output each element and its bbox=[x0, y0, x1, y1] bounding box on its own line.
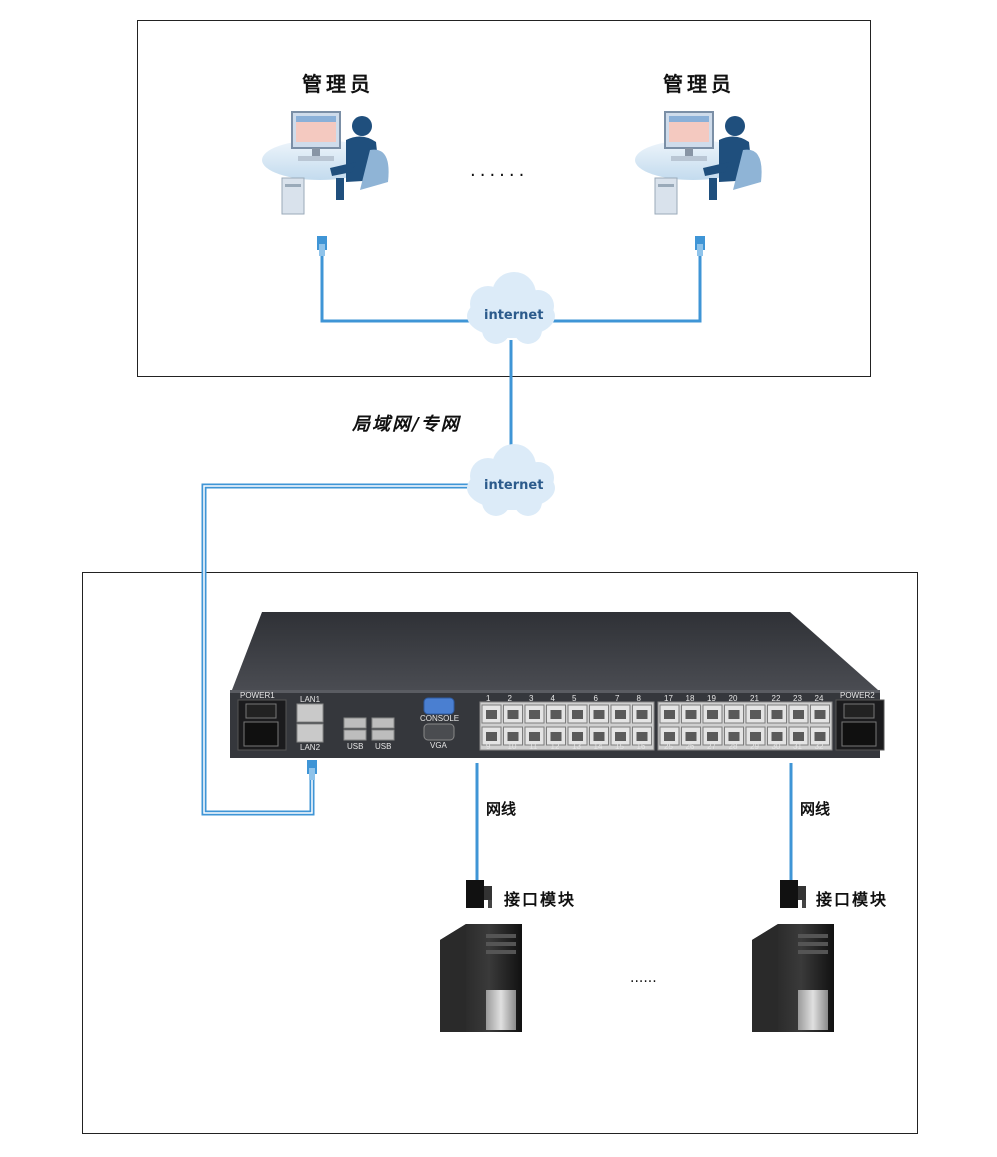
port-number-8: 8 bbox=[636, 694, 641, 703]
port-number-31: 31 bbox=[793, 742, 802, 751]
rj45-port-socket-21 bbox=[750, 710, 761, 719]
rj45-port-grid bbox=[481, 704, 830, 746]
rj45-port-socket-3 bbox=[529, 710, 540, 719]
rj45-port-socket-26 bbox=[685, 732, 697, 741]
admin-left-label: 管理员 bbox=[302, 72, 374, 96]
port-number-22: 22 bbox=[771, 694, 781, 703]
rj45-port-socket-24 bbox=[814, 710, 826, 719]
port-number-21: 21 bbox=[750, 694, 759, 703]
port-number-15: 15 bbox=[615, 742, 624, 751]
rj45-port-socket-18 bbox=[685, 710, 697, 719]
rj45-port-socket-15 bbox=[615, 732, 626, 741]
lan1-label: LAN1 bbox=[300, 695, 321, 704]
middle-cloud-label: internet bbox=[484, 478, 544, 493]
rj45-port-socket-28 bbox=[728, 732, 740, 741]
server-tower-right-icon bbox=[752, 924, 834, 1032]
module-right-label: 接口模块 bbox=[816, 890, 889, 909]
rj45-port-socket-23 bbox=[793, 710, 804, 719]
port-number-6: 6 bbox=[593, 694, 598, 703]
cable-right-label: 网线 bbox=[800, 800, 831, 818]
admin-workstation-left-icon bbox=[262, 111, 389, 215]
rj45-port-socket-5 bbox=[572, 710, 583, 719]
port-number-4: 4 bbox=[550, 694, 555, 703]
rj45-connector-right-icon bbox=[695, 236, 705, 256]
cable-right-admin bbox=[550, 246, 702, 323]
power2-label: POWER2 bbox=[840, 691, 875, 700]
port-number-32: 32 bbox=[814, 742, 824, 751]
rj45-port-socket-31 bbox=[793, 732, 804, 741]
port-number-29: 29 bbox=[750, 742, 759, 751]
rj45-port-socket-32 bbox=[814, 732, 826, 741]
rj45-port-socket-7 bbox=[615, 710, 626, 719]
interface-module-left-icon bbox=[466, 880, 492, 908]
rj45-port-socket-13 bbox=[572, 732, 583, 741]
port-number-26: 26 bbox=[685, 742, 695, 751]
internet-cloud-top-icon bbox=[467, 272, 555, 344]
rj45-port-socket-30 bbox=[771, 732, 783, 741]
port-number-27: 27 bbox=[707, 742, 716, 751]
port-number-23: 23 bbox=[793, 694, 802, 703]
rj45-port-socket-12 bbox=[550, 732, 562, 741]
port-number-20: 20 bbox=[728, 694, 738, 703]
module-left-label: 接口模块 bbox=[504, 890, 577, 909]
rj45-port-socket-16 bbox=[636, 732, 648, 741]
cable-left-admin bbox=[320, 246, 470, 323]
port-number-13: 13 bbox=[572, 742, 581, 751]
port-number-19: 19 bbox=[707, 694, 716, 703]
port-number-24: 24 bbox=[814, 694, 824, 703]
port-number-3: 3 bbox=[529, 694, 534, 703]
rj45-port-socket-27 bbox=[707, 732, 718, 741]
port-number-30: 30 bbox=[771, 742, 781, 751]
rj45-port-socket-2 bbox=[507, 710, 519, 719]
rj45-port-socket-14 bbox=[593, 732, 605, 741]
rj45-port-socket-29 bbox=[750, 732, 761, 741]
admin-ellipsis: ...... bbox=[470, 160, 529, 181]
port-number-16: 16 bbox=[636, 742, 646, 751]
port-number-25: 25 bbox=[664, 742, 673, 751]
admin-workstation-right-icon bbox=[635, 111, 762, 215]
vga-label: VGA bbox=[430, 741, 447, 750]
rj45-connector-device-icon bbox=[307, 760, 317, 780]
port-number-5: 5 bbox=[572, 694, 577, 703]
rj45-port-socket-20 bbox=[728, 710, 740, 719]
rj45-port-socket-22 bbox=[771, 710, 783, 719]
rj45-port-socket-19 bbox=[707, 710, 718, 719]
rj45-port-socket-25 bbox=[664, 732, 675, 741]
lan-label: 局域网/专网 bbox=[352, 414, 461, 435]
servers-ellipsis: ...... bbox=[630, 970, 657, 986]
port-number-11: 11 bbox=[529, 742, 538, 751]
rj45-port-socket-9 bbox=[486, 732, 497, 741]
port-number-9: 9 bbox=[486, 742, 491, 751]
rj45-connector-left-icon bbox=[317, 236, 327, 256]
lan2-label: LAN2 bbox=[300, 743, 321, 752]
usb1-label: USB bbox=[347, 742, 364, 751]
power1-label: POWER1 bbox=[240, 691, 275, 700]
console-label: CONSOLE bbox=[420, 714, 460, 723]
port-number-12: 12 bbox=[550, 742, 560, 751]
internet-cloud-middle-icon bbox=[467, 444, 555, 516]
rj45-port-socket-4 bbox=[550, 710, 562, 719]
usb2-label: USB bbox=[375, 742, 392, 751]
rj45-port-socket-10 bbox=[507, 732, 519, 741]
port-number-7: 7 bbox=[615, 694, 620, 703]
admin-right-label: 管理员 bbox=[663, 72, 735, 96]
interface-module-right-icon bbox=[780, 880, 806, 908]
port-number-14: 14 bbox=[593, 742, 603, 751]
rj45-port-socket-8 bbox=[636, 710, 648, 719]
port-number-2: 2 bbox=[507, 694, 512, 703]
rj45-port-socket-17 bbox=[664, 710, 675, 719]
server-tower-left-icon bbox=[440, 924, 522, 1032]
port-number-10: 10 bbox=[507, 742, 517, 751]
cable-left-label: 网线 bbox=[486, 800, 517, 818]
rj45-port-socket-1 bbox=[486, 710, 497, 719]
rj45-port-socket-11 bbox=[529, 732, 540, 741]
top-cloud-label: internet bbox=[484, 308, 544, 323]
port-number-17: 17 bbox=[664, 694, 673, 703]
rj45-port-socket-6 bbox=[593, 710, 605, 719]
port-number-1: 1 bbox=[486, 694, 491, 703]
port-number-28: 28 bbox=[728, 742, 738, 751]
port-number-18: 18 bbox=[685, 694, 695, 703]
